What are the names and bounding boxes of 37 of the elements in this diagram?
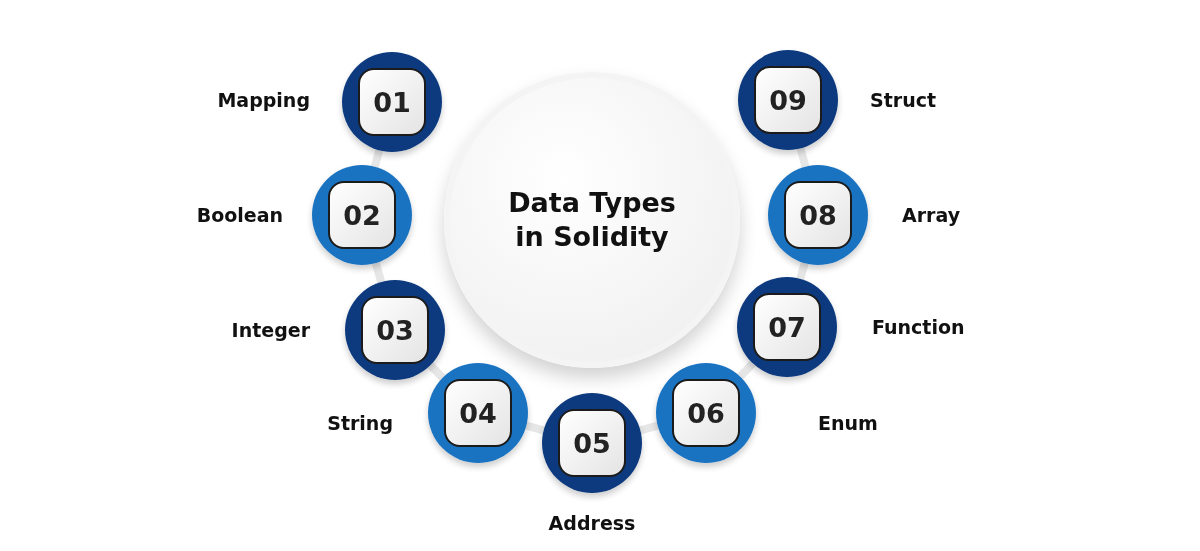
number-tile: 05 bbox=[558, 409, 626, 477]
number-tile: 06 bbox=[672, 379, 740, 447]
number-circle bbox=[342, 52, 442, 152]
number-circle bbox=[312, 165, 412, 265]
type-label: Enum bbox=[818, 412, 878, 434]
number-circle bbox=[428, 363, 528, 463]
connector-line bbox=[639, 421, 659, 435]
number-circle bbox=[345, 280, 445, 380]
number-circle bbox=[542, 393, 642, 493]
type-label: Boolean bbox=[196, 204, 283, 226]
type-label: Function bbox=[872, 316, 965, 338]
connector-line bbox=[796, 262, 809, 280]
number-tile: 04 bbox=[444, 379, 512, 447]
connector-line bbox=[371, 262, 386, 283]
center-circle bbox=[444, 72, 740, 368]
number-circle bbox=[738, 50, 838, 150]
number-tile: 07 bbox=[753, 293, 821, 361]
connector-line bbox=[796, 147, 810, 168]
type-label: Address bbox=[548, 512, 636, 534]
number-circle bbox=[737, 277, 837, 377]
number-circle bbox=[768, 165, 868, 265]
type-label: Mapping bbox=[217, 89, 310, 111]
type-label: String bbox=[327, 412, 393, 434]
connector-line bbox=[525, 421, 545, 435]
number-circle bbox=[656, 363, 756, 463]
number-tile: 08 bbox=[784, 181, 852, 249]
number-tile: 09 bbox=[754, 66, 822, 134]
connector-line bbox=[427, 362, 446, 381]
type-label: Struct bbox=[870, 89, 936, 111]
type-label: Integer bbox=[231, 319, 310, 341]
connector-line bbox=[737, 360, 756, 380]
number-tile: 01 bbox=[358, 68, 426, 136]
center-label: Data Types in Solidity bbox=[507, 186, 677, 254]
type-label: Array bbox=[902, 204, 961, 226]
number-tile: 02 bbox=[328, 181, 396, 249]
connector-line bbox=[370, 149, 384, 168]
number-tile: 03 bbox=[361, 296, 429, 364]
